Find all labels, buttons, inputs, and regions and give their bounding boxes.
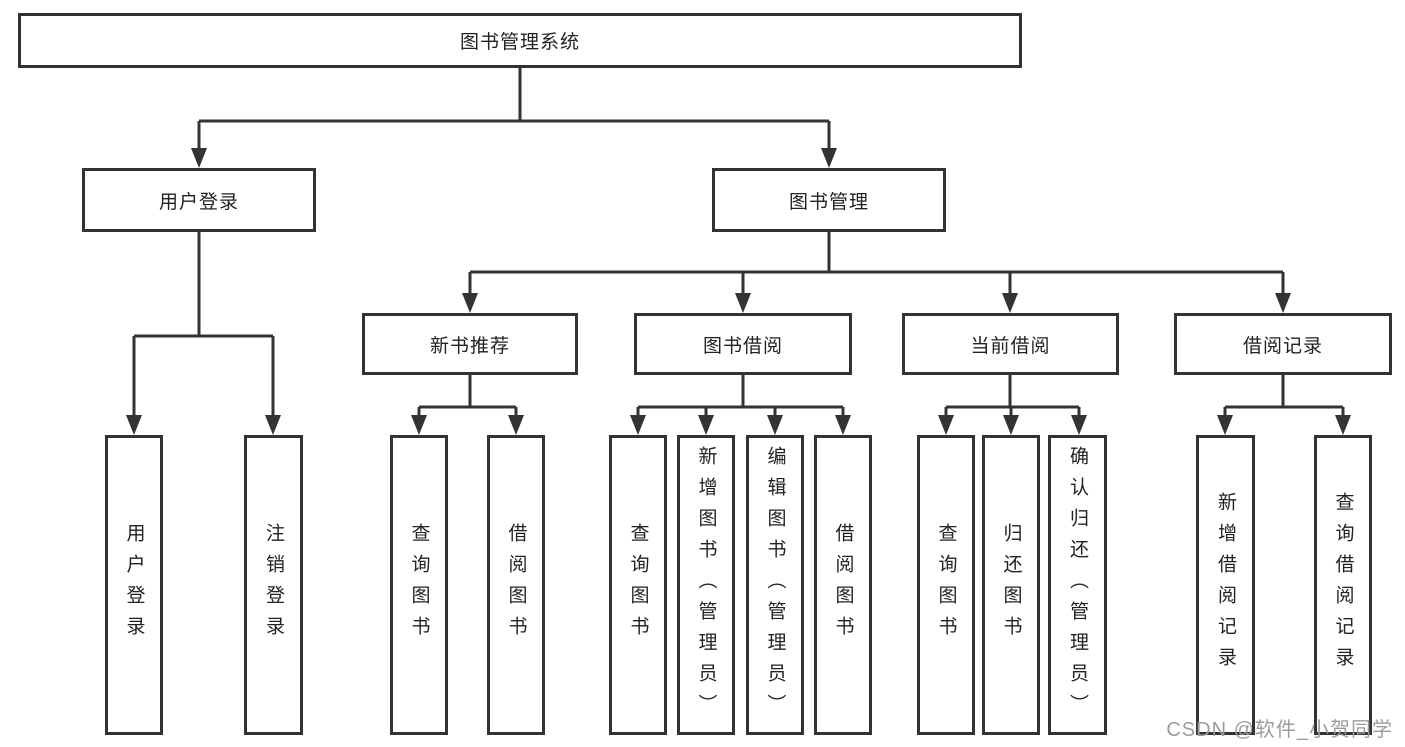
arrowhead-icon [265,415,281,435]
arrowhead-icon [1275,293,1291,313]
node-book-borrowing: 图书借阅 [634,313,852,375]
node-leaf-user-login: 用户登录 [105,435,163,735]
arrowhead-icon [835,415,851,435]
node-label: 新书推荐 [429,335,510,357]
csdn-watermark: CSDN @软件_小贺同学 [1166,719,1393,741]
node-book-management: 图书管理 [712,168,946,232]
node-label: 查询图书 [627,523,649,647]
node-label: 用户登录 [158,191,239,213]
node-leaf-query-books-recommend: 查询图书 [390,435,448,735]
arrowhead-icon [126,415,142,435]
node-borrowing-records: 借阅记录 [1174,313,1392,375]
node-label: 查询图书 [935,523,957,647]
arrowhead-icon [938,415,954,435]
arrowhead-icon [462,293,478,313]
node-label: 借阅图书 [505,523,527,647]
node-leaf-borrow-books-recommend: 借阅图书 [487,435,545,735]
node-leaf-query-books-current: 查询图书 [917,435,975,735]
node-user-login: 用户登录 [82,168,316,232]
node-leaf-query-borrow-record: 查询借阅记录 [1314,435,1372,735]
arrowhead-icon [411,415,427,435]
node-label: 借阅记录 [1242,335,1323,357]
node-label: 新增图书（管理员） [695,445,717,725]
node-label: 图书借阅 [702,335,783,357]
node-leaf-borrow-books-borrowing: 借阅图书 [814,435,872,735]
node-label: 图书管理 [788,191,869,213]
arrowhead-icon [698,415,714,435]
node-label: 新增借阅记录 [1215,492,1236,678]
node-label: 查询借阅记录 [1332,492,1354,678]
node-label: 归还图书 [1000,523,1022,647]
node-label: 图书管理系统 [459,32,580,53]
arrowhead-icon [1002,293,1018,313]
node-label: 查询图书 [408,523,430,647]
arrowhead-icon [821,148,837,168]
node-current-borrowing: 当前借阅 [902,313,1119,375]
node-label: 注销登录 [263,523,284,647]
arrowhead-icon [191,148,207,168]
arrowhead-icon [767,415,783,435]
node-leaf-confirm-return-admin: 确认归还（管理员） [1048,435,1107,735]
node-new-book-recommend: 新书推荐 [362,313,578,375]
node-leaf-edit-books-admin: 编辑图书（管理员） [746,435,804,735]
node-leaf-logout: 注销登录 [244,435,303,735]
node-leaf-query-books-borrowing: 查询图书 [609,435,667,735]
node-leaf-return-books: 归还图书 [982,435,1040,735]
node-label: 编辑图书（管理员） [764,445,786,725]
node-label: 用户登录 [123,523,145,647]
arrowhead-icon [1003,415,1019,435]
arrowhead-icon [1071,415,1087,435]
node-label: 借阅图书 [832,523,854,647]
arrowhead-icon [508,415,524,435]
node-label: 当前借阅 [970,335,1051,357]
arrowhead-icon [1217,415,1233,435]
node-label: 确认归还（管理员） [1067,445,1088,725]
node-leaf-add-borrow-record: 新增借阅记录 [1196,435,1255,735]
node-leaf-add-books-admin: 新增图书（管理员） [677,435,735,735]
arrowhead-icon [1335,415,1351,435]
arrowhead-icon [735,293,751,313]
node-root-library-system: 图书管理系统 [18,13,1022,68]
arrowhead-icon [630,415,646,435]
